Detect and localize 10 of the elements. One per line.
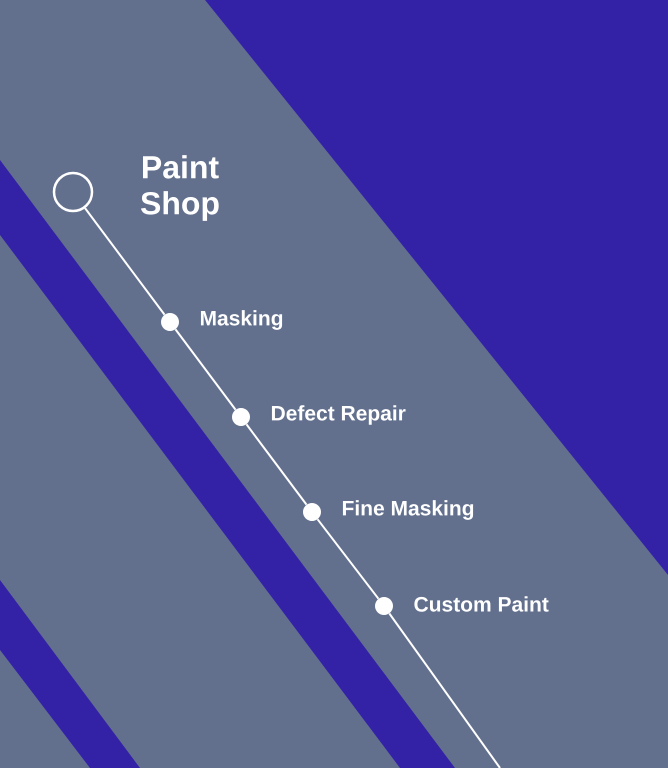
step-label: Masking <box>200 310 282 330</box>
step-label: Defect Repair <box>272 405 406 425</box>
stage-title: Paint Shop <box>140 155 219 221</box>
timeline-line <box>246 424 308 506</box>
step-label: Custom Paint <box>414 596 549 612</box>
timeline-line <box>388 612 501 768</box>
timeline-line <box>84 208 166 316</box>
timeline-line <box>174 328 236 410</box>
step-label: Fine Masking <box>342 500 474 520</box>
timeline-line <box>316 518 380 600</box>
